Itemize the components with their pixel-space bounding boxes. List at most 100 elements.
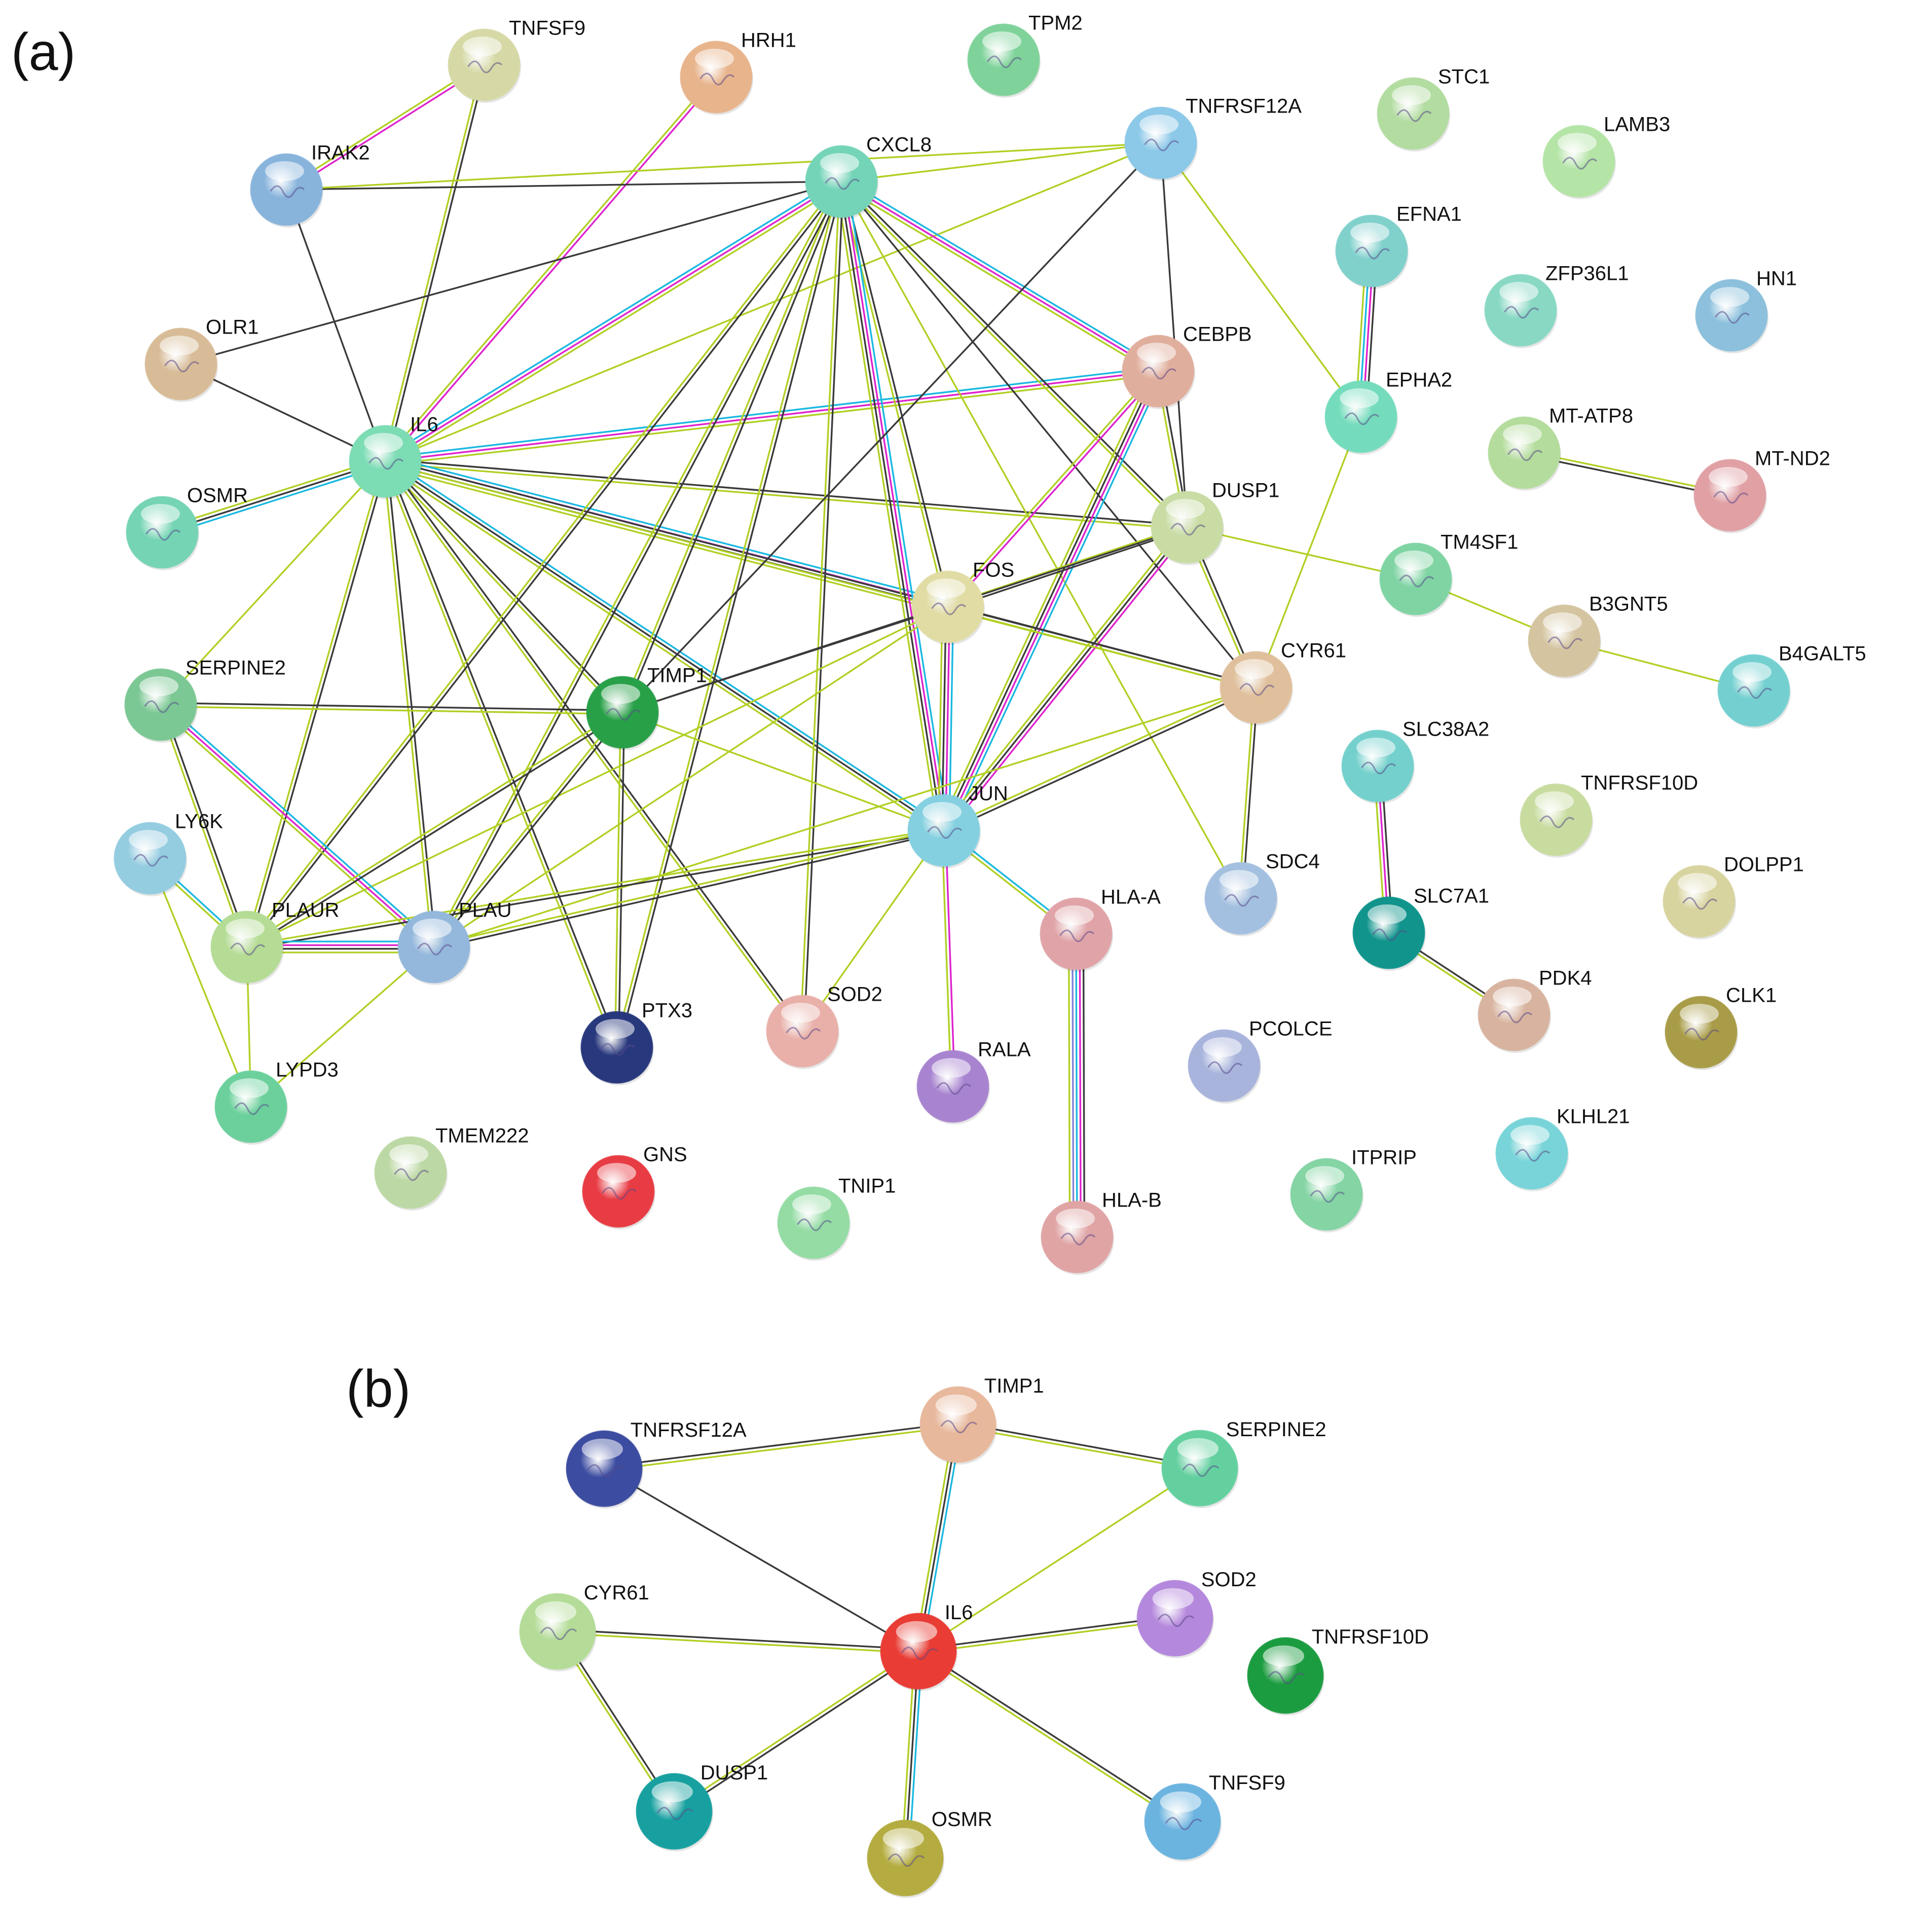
- node-highlight: [1177, 1438, 1219, 1460]
- node-lypd3[interactable]: LYPD3: [214, 1059, 339, 1145]
- edge-line: [672, 1649, 918, 1811]
- protein-structure-icon: [1060, 1232, 1096, 1246]
- node-hla-b[interactable]: HLA-B: [1041, 1189, 1162, 1275]
- node-label: PTX3: [642, 1000, 692, 1022]
- node-mt-atp8[interactable]: MT-ATP8: [1488, 405, 1633, 491]
- node-tnfrsf10d[interactable]: TNFRSF10D: [1247, 1626, 1429, 1716]
- node-osmr[interactable]: OSMR: [126, 485, 248, 571]
- node-label: TNFSF9: [1209, 1772, 1285, 1794]
- node-sod2[interactable]: SOD2: [766, 983, 882, 1070]
- node-osmr[interactable]: OSMR: [867, 1808, 992, 1898]
- edge-line: [957, 1421, 1201, 1468]
- protein-structure-icon: [1361, 761, 1396, 775]
- edge-line: [940, 524, 1186, 829]
- edge-serpine2-plau: [157, 701, 437, 951]
- node-ly6k[interactable]: LY6K: [114, 811, 223, 897]
- edge-tnfrsf12a-timp1: [603, 1421, 960, 1472]
- node-label: GNS: [643, 1144, 687, 1166]
- node-tnfrsf12a[interactable]: TNFRSF12A: [1124, 95, 1302, 181]
- node-dolpp1[interactable]: DOLPP1: [1663, 854, 1804, 940]
- node-plaur[interactable]: PLAUR: [210, 899, 339, 986]
- node-olr1[interactable]: OLR1: [144, 316, 259, 403]
- node-sod2[interactable]: SOD2: [1136, 1569, 1257, 1658]
- node-tnip1[interactable]: TNIP1: [777, 1175, 896, 1261]
- node-cxcl8[interactable]: CXCL8: [805, 134, 932, 220]
- edge-line: [1067, 933, 1071, 1238]
- edge-line: [557, 1628, 919, 1651]
- node-zfp36l1[interactable]: ZFP36L1: [1484, 263, 1629, 349]
- edge-tnfrsf12a-timp1: [621, 142, 1162, 713]
- node-label: PDK4: [1539, 967, 1592, 990]
- node-il6[interactable]: IL6: [880, 1601, 973, 1691]
- node-irak2[interactable]: IRAK2: [250, 142, 370, 228]
- node-tnfsf9[interactable]: TNFSF9: [1144, 1772, 1285, 1862]
- node-hla-a[interactable]: HLA-A: [1040, 886, 1161, 972]
- node-stc1[interactable]: STC1: [1377, 66, 1490, 152]
- node-epha2[interactable]: EPHA2: [1324, 369, 1452, 455]
- node-sdc4[interactable]: SDC4: [1204, 851, 1320, 937]
- node-fos[interactable]: FOS: [911, 559, 1014, 645]
- edge-olr1-il6: [180, 363, 386, 462]
- node-cebpb[interactable]: CEBPB: [1122, 323, 1252, 410]
- node-highlight: [695, 49, 734, 69]
- node-clk1[interactable]: CLK1: [1665, 985, 1777, 1071]
- edge-line: [842, 180, 947, 831]
- node-tpm2[interactable]: TPM2: [967, 12, 1083, 98]
- node-tnfsf9[interactable]: TNFSF9: [448, 17, 585, 103]
- node-label: HLA-B: [1102, 1189, 1162, 1212]
- node-label: PLAUR: [272, 899, 339, 922]
- edge-jun-sod2: [801, 829, 945, 1032]
- node-b3gnt5[interactable]: B3GNT5: [1528, 593, 1668, 679]
- node-itprip[interactable]: ITPRIP: [1290, 1147, 1417, 1233]
- edge-timp1-ptx3: [614, 711, 625, 1048]
- node-dusp1[interactable]: DUSP1: [1151, 480, 1279, 566]
- edge-line: [1075, 933, 1078, 1238]
- node-cyr61[interactable]: CYR61: [1220, 640, 1346, 726]
- node-highlight: [1680, 1004, 1719, 1024]
- edge-jun-plau: [432, 827, 945, 950]
- edge-il6-jun: [382, 457, 947, 834]
- edge-line: [947, 604, 1258, 687]
- node-tm4sf1[interactable]: TM4SF1: [1379, 531, 1518, 617]
- node-lamb3[interactable]: LAMB3: [1542, 114, 1670, 200]
- edge-line: [285, 142, 1162, 191]
- node-ptx3[interactable]: PTX3: [580, 1000, 692, 1086]
- node-plau[interactable]: PLAU: [397, 899, 512, 986]
- node-il6[interactable]: IL6: [349, 414, 438, 500]
- node-highlight: [1709, 467, 1748, 487]
- node-slc7a1[interactable]: SLC7A1: [1352, 885, 1489, 971]
- node-label: RALA: [978, 1039, 1031, 1061]
- node-highlight: [389, 1144, 428, 1164]
- node-highlight: [1710, 287, 1749, 307]
- edge-timp1-il6: [914, 1423, 963, 1653]
- node-highlight: [364, 433, 403, 453]
- node-pdk4[interactable]: PDK4: [1478, 967, 1592, 1053]
- node-timp1[interactable]: TIMP1: [586, 665, 707, 751]
- node-pcolce[interactable]: PCOLCE: [1188, 1018, 1333, 1104]
- node-tnfrsf10d[interactable]: TNFRSF10D: [1520, 772, 1698, 858]
- protein-structure-icon: [394, 1168, 429, 1181]
- node-b4galt5[interactable]: B4GALT5: [1717, 643, 1866, 729]
- node-label: TIMP1: [647, 665, 707, 687]
- node-efna1[interactable]: EFNA1: [1335, 203, 1462, 289]
- node-tmem222[interactable]: TMEM222: [374, 1125, 529, 1211]
- node-slc38a2[interactable]: SLC38A2: [1341, 718, 1489, 805]
- edge-tnfrsf12a-dusp1: [1160, 142, 1188, 528]
- node-hn1[interactable]: HN1: [1695, 268, 1797, 354]
- node-cyr61[interactable]: CYR61: [519, 1582, 649, 1671]
- node-timp1[interactable]: TIMP1: [919, 1375, 1044, 1465]
- node-serpine2[interactable]: SERPINE2: [124, 657, 286, 743]
- node-rala[interactable]: RALA: [916, 1039, 1031, 1125]
- node-serpine2[interactable]: SERPINE2: [1161, 1418, 1326, 1508]
- node-tnfrsf12a[interactable]: TNFRSF12A: [566, 1419, 747, 1509]
- edge-line: [945, 369, 1158, 607]
- node-label: CXCL8: [866, 134, 932, 156]
- edge-line: [945, 528, 1191, 834]
- node-hrh1[interactable]: HRH1: [680, 29, 796, 116]
- node-gns[interactable]: GNS: [582, 1144, 687, 1230]
- node-mt-nd2[interactable]: MT-ND2: [1693, 448, 1830, 534]
- node-klhl21[interactable]: KLHL21: [1495, 1106, 1630, 1192]
- edge-hrh1-il6: [383, 75, 719, 464]
- node-dusp1[interactable]: DUSP1: [636, 1762, 768, 1851]
- node-jun[interactable]: JUN: [907, 783, 1008, 869]
